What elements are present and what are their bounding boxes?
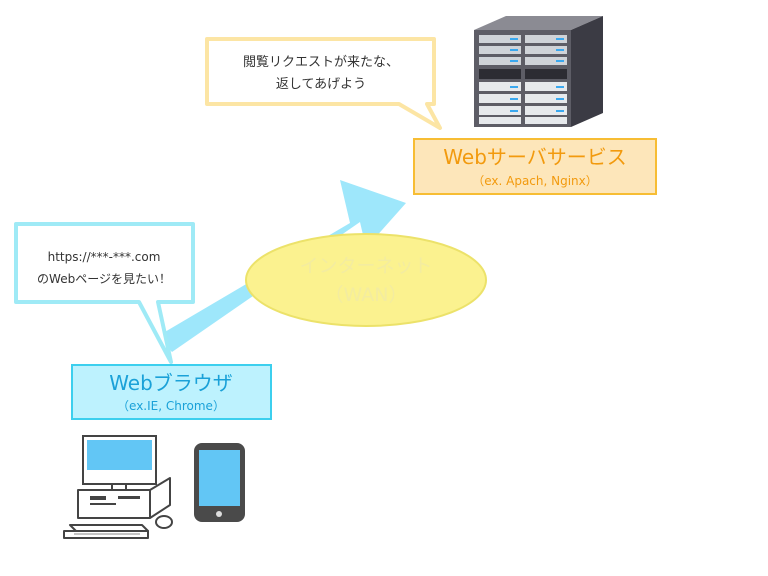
browser-subtitle: （ex.IE, Chrome） (117, 399, 225, 413)
server-service-title: Webサーバサービス (443, 145, 626, 169)
server-rack-icon (474, 16, 603, 127)
web-server-service-box: Webサーバサービス （ex. Apach, Nginx） (413, 138, 657, 195)
internet-sublabel: （WAN） (325, 284, 408, 306)
server-service-subtitle: （ex. Apach, Nginx） (472, 174, 598, 188)
server-bubble-line2: 返してあげよう (276, 77, 366, 92)
smartphone-icon (194, 443, 245, 522)
internet-ellipse: インターネット （WAN） (245, 233, 487, 327)
client-speech-bubble: https://***-***.com のWebページを見たい！ (14, 222, 195, 364)
desktop-computer-icon (63, 435, 173, 539)
web-browser-box: Webブラウザ （ex.IE, Chrome） (71, 364, 272, 420)
internet-label: インターネット (299, 255, 432, 277)
server-speech-bubble: 閲覧リクエストが来たな、 返してあげよう (205, 37, 442, 130)
client-bubble-line2: のWebページを見たい！ (37, 272, 171, 286)
server-bubble-line1: 閲覧リクエストが来たな、 (243, 54, 399, 70)
browser-title: Webブラウザ (109, 371, 233, 395)
client-bubble-line1: https://***-***.com (48, 250, 161, 264)
